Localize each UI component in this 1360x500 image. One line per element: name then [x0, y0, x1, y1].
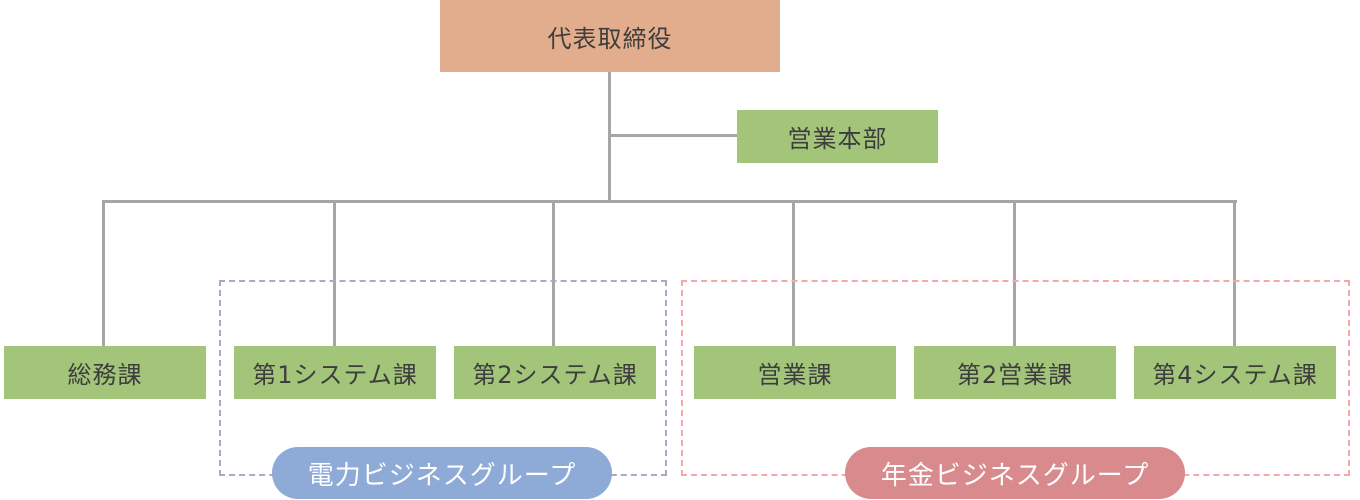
dept-drop-line [102, 200, 105, 346]
dept-sales: 営業課 [694, 346, 896, 399]
dept-drop-line [333, 200, 336, 346]
dept-drop-line [1233, 200, 1236, 346]
ceo-connector-line [608, 72, 611, 202]
power-business-group-label: 電力ビジネスグループ [272, 447, 612, 499]
dept-system-2: 第2システム課 [454, 346, 656, 399]
dept-drop-line [792, 200, 795, 346]
dept-sales-2: 第2営業課 [914, 346, 1116, 399]
department-bus-line [102, 200, 1237, 203]
hq-branch-line [608, 134, 738, 137]
dept-system-1: 第1システム課 [234, 346, 436, 399]
dept-general-affairs: 総務課 [4, 346, 206, 399]
ceo-box: 代表取締役 [440, 0, 780, 72]
dept-system-4: 第4システム課 [1134, 346, 1336, 399]
pension-business-group-label: 年金ビジネスグループ [845, 447, 1185, 499]
sales-hq-box: 営業本部 [737, 110, 938, 163]
dept-drop-line [552, 200, 555, 346]
dept-drop-line [1013, 200, 1016, 346]
